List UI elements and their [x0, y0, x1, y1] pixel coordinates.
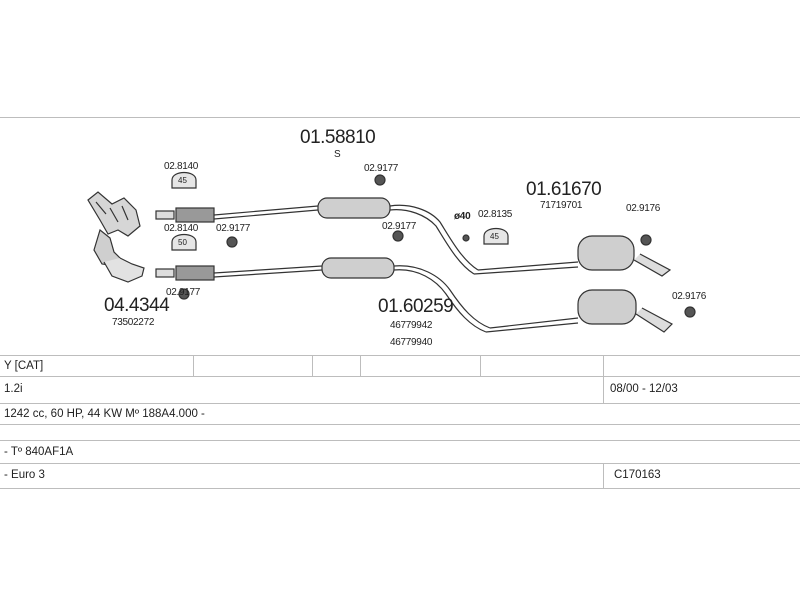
info-row-5-left: - Euro 3	[4, 469, 45, 481]
hanger-label-center-lower: 02.9177	[382, 221, 417, 232]
info-row-4: - Tº 840AF1A	[0, 440, 800, 463]
clamp-icons	[171, 171, 509, 251]
part-code-rear-lower-1: 46779942	[390, 320, 433, 331]
info-row-4-left: - Tº 840AF1A	[4, 446, 74, 458]
info-row-1: Y [CAT]	[0, 355, 800, 376]
clamp-label-right: 02.8135	[478, 209, 513, 220]
hanger-label-left-mid: 02.9177	[216, 223, 251, 234]
lower-exhaust-line	[155, 257, 673, 333]
info-row-2: 1.2i 08/00 - 12/03	[0, 376, 800, 403]
info-row-5: - Euro 3 C170163	[0, 463, 800, 489]
info-row-2-right: 08/00 - 12/03	[610, 383, 678, 395]
part-number-rear-upper: 01.61670	[526, 179, 602, 200]
clamp-label-top: 02.8140	[164, 161, 199, 172]
info-row-5-right: C170163	[614, 469, 661, 481]
diameter-note: ø40	[454, 211, 471, 222]
hanger-icons	[178, 174, 696, 318]
clamp-label-mid: 02.8140	[164, 223, 199, 234]
part-code-rear-lower-2: 46779940	[390, 337, 433, 348]
diagram-frame: 01.58810 S 01.61670 71719701 01.60259 46…	[0, 117, 800, 498]
clamp-size-badge-top: 45	[178, 176, 187, 185]
part-front-sub-label: S	[334, 149, 341, 160]
info-row-2-left: 1.2i	[4, 383, 23, 395]
part-number-front-silencer: 01.58810	[300, 127, 376, 148]
clamp-size-badge-right: 45	[490, 232, 499, 241]
hanger-label-top-mid: 02.9177	[364, 163, 399, 174]
hanger-label-bottom-left: 02.9177	[166, 287, 201, 298]
hanger-label-right-bottom: 02.9176	[672, 291, 707, 302]
part-number-rear-lower: 01.60259	[378, 296, 454, 317]
manifold-catalyst-drawing	[87, 191, 145, 283]
info-row-3: 1242 cc, 60 HP, 44 KW Mº 188A4.000 -	[0, 403, 800, 424]
exhaust-diagram	[87, 171, 696, 333]
upper-exhaust-line	[155, 197, 672, 277]
part-number-catalyst: 04.4344	[104, 295, 170, 316]
info-row-1-left: Y [CAT]	[4, 360, 44, 372]
info-row-blank	[0, 424, 800, 440]
info-row-3-left: 1242 cc, 60 HP, 44 KW Mº 188A4.000 -	[4, 408, 205, 420]
clamp-size-badge-mid: 50	[178, 238, 187, 247]
part-code-rear-upper: 71719701	[540, 200, 583, 211]
hanger-label-right-top: 02.9176	[626, 203, 661, 214]
part-code-catalyst: 73502272	[112, 317, 155, 328]
